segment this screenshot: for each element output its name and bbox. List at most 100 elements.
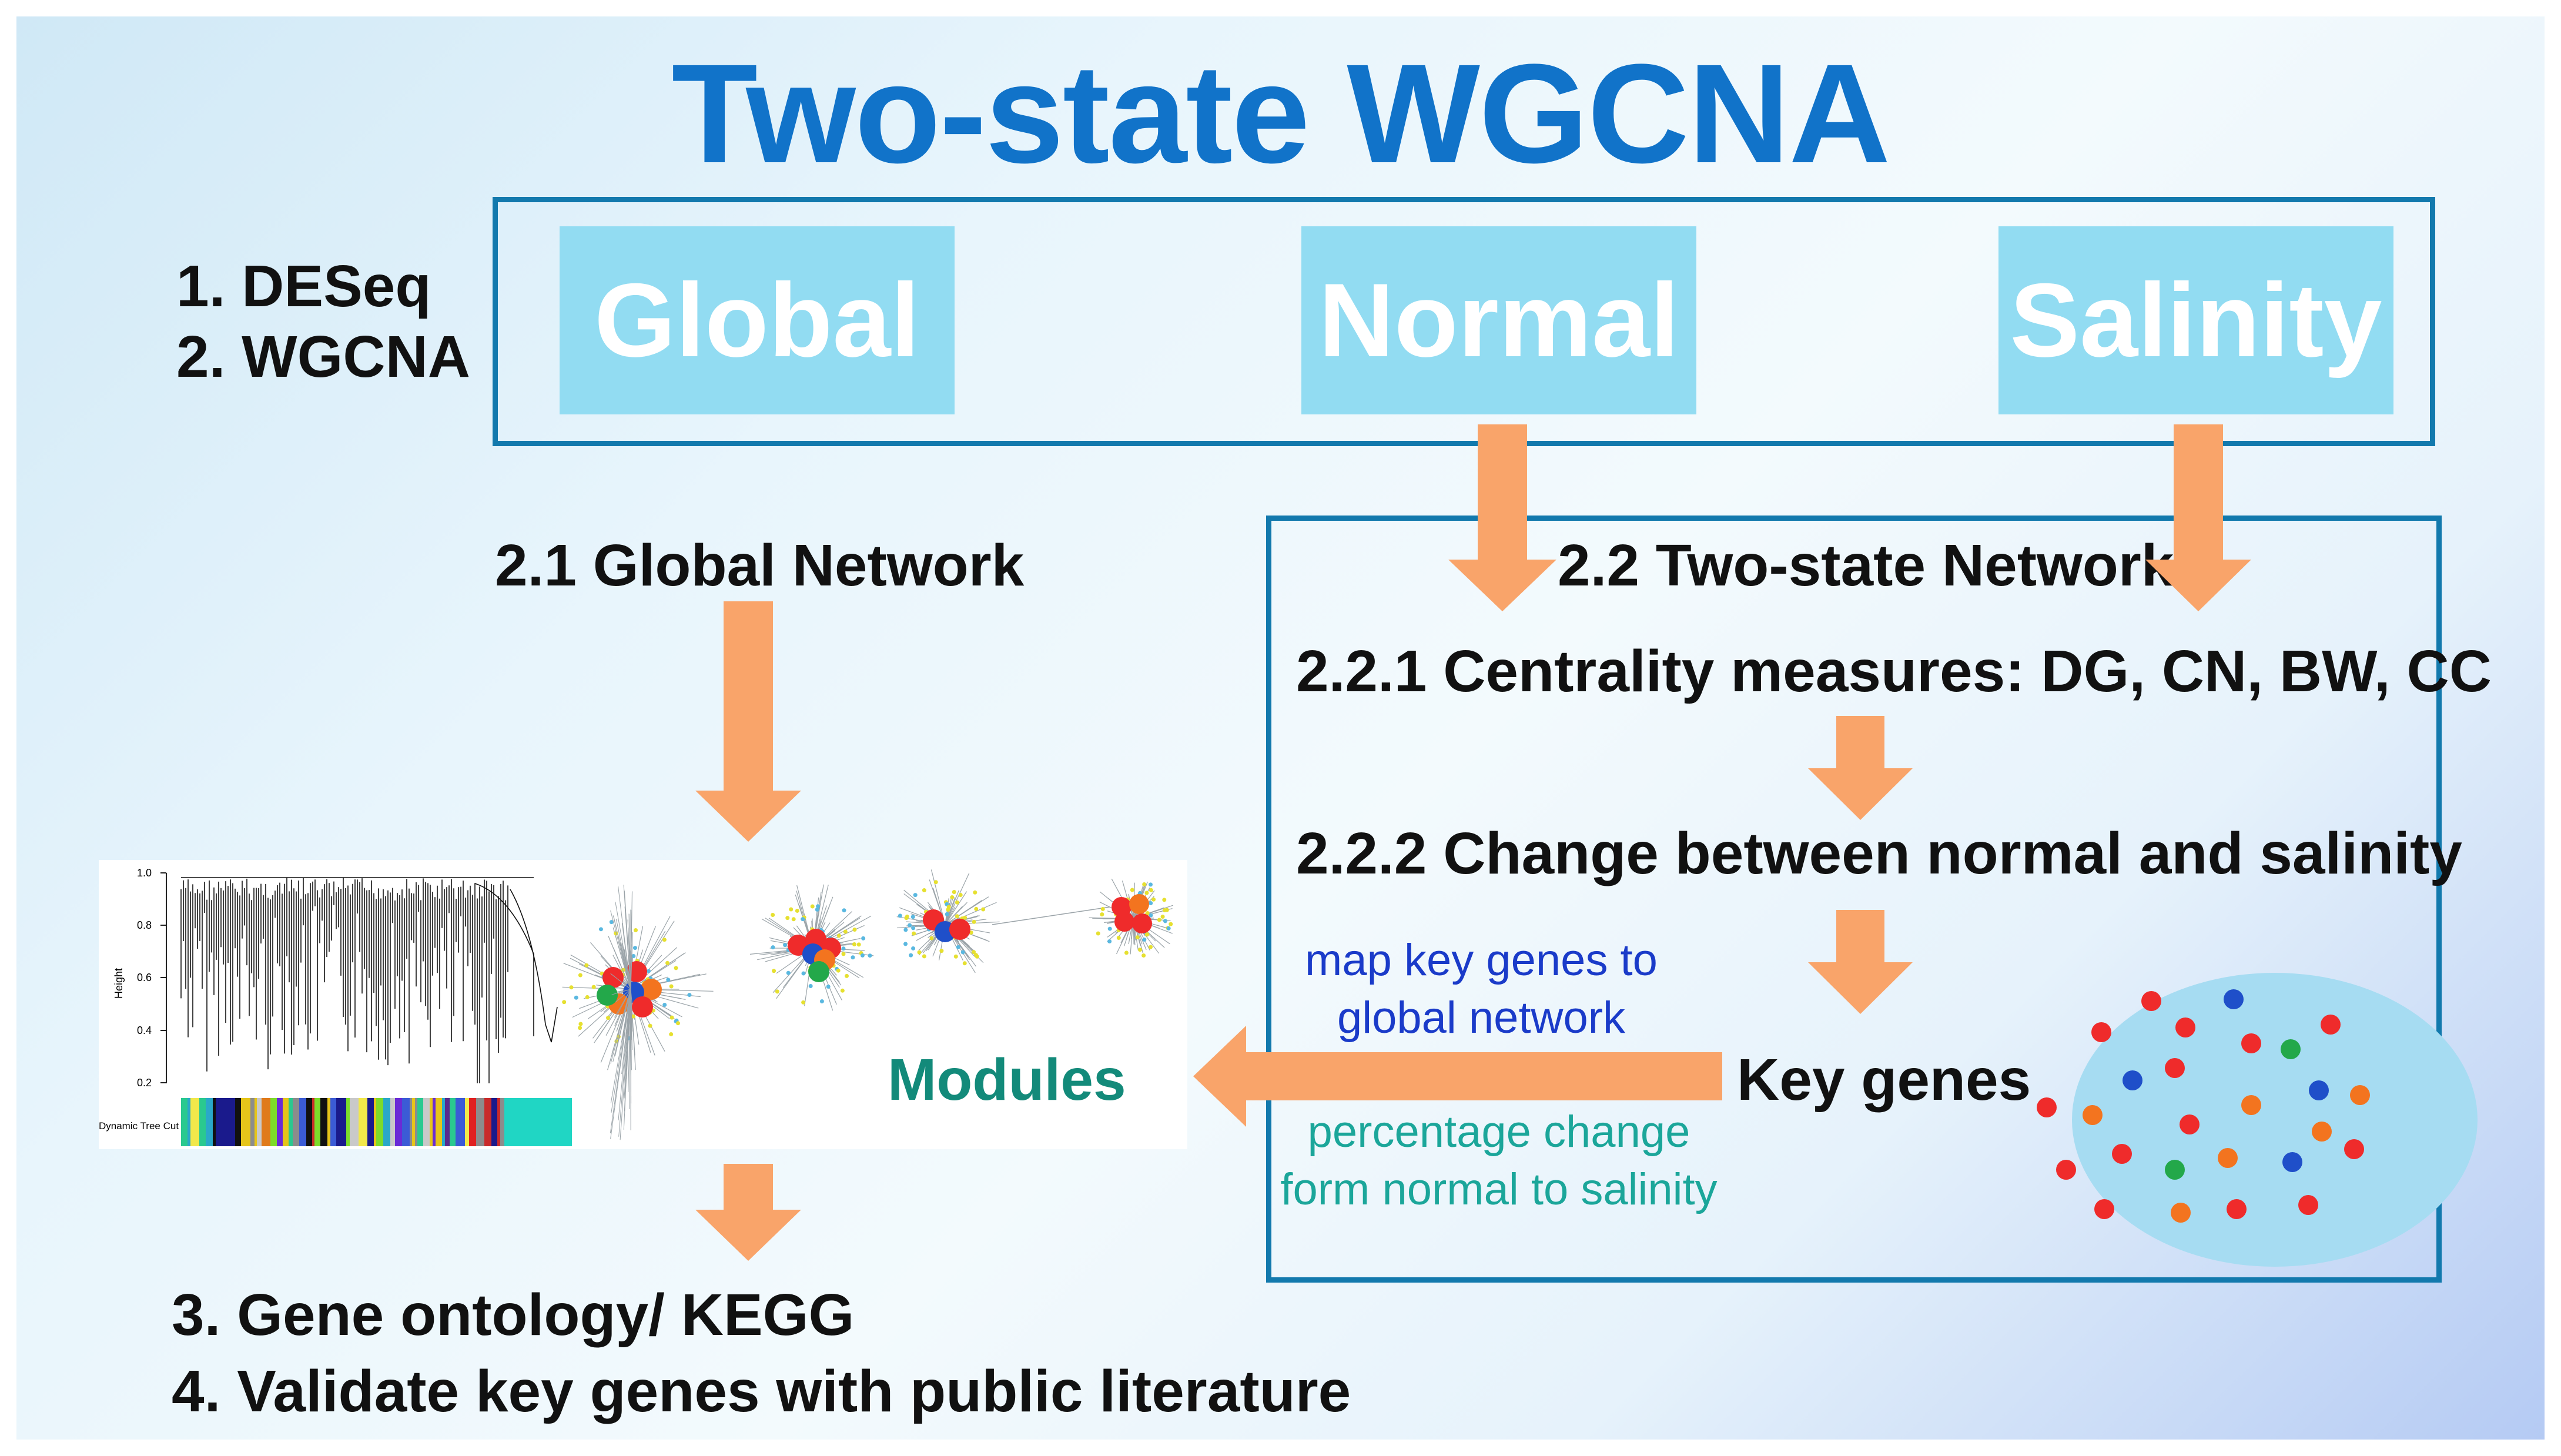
arrow-global-down xyxy=(695,601,801,842)
network-node xyxy=(1151,897,1156,902)
network-node xyxy=(913,893,918,898)
network-node xyxy=(669,984,674,989)
network-node xyxy=(922,954,926,959)
network-node xyxy=(1162,898,1167,902)
module-color-strip xyxy=(330,1098,336,1146)
network-node xyxy=(1096,931,1100,936)
network-node xyxy=(669,1032,674,1037)
two-state-network-label: 2.2 Two-state Network xyxy=(1558,533,2174,598)
network-node xyxy=(791,917,796,922)
network-node xyxy=(841,952,846,956)
module-color-strip xyxy=(306,1098,312,1146)
module-color-strip xyxy=(257,1098,262,1146)
dendrogram: 1.0 0.8 0.6 0.4 0.2 Height Dynamic Tree … xyxy=(99,867,572,1146)
network-node xyxy=(903,942,908,946)
network-node xyxy=(852,942,856,947)
module-color-strip xyxy=(436,1098,439,1146)
module-color-strip xyxy=(390,1098,395,1146)
network-node xyxy=(856,942,861,947)
network-node xyxy=(962,961,967,966)
network-node xyxy=(1144,932,1149,937)
network-node xyxy=(1107,926,1112,931)
network-node xyxy=(785,916,790,921)
state-global: Global xyxy=(560,226,955,414)
module-color-strip xyxy=(250,1098,255,1146)
network-node xyxy=(908,923,912,928)
network-node xyxy=(1107,939,1112,943)
network-hub xyxy=(632,996,653,1017)
module-color-strip xyxy=(359,1098,367,1146)
network-hub xyxy=(1114,912,1134,932)
network-node xyxy=(917,950,922,955)
network-edge xyxy=(610,973,631,990)
module-color-strip xyxy=(442,1098,445,1146)
module-color-strip xyxy=(383,1098,390,1146)
step-gene-ontology: 3. Gene ontology/ KEGG xyxy=(172,1282,855,1348)
module-color-strip xyxy=(216,1098,221,1146)
module-color-strip xyxy=(235,1098,241,1146)
percentage-note-line1: percentage change xyxy=(1307,1107,1690,1157)
network-edge xyxy=(626,989,631,1079)
network-node xyxy=(816,904,821,909)
network-node xyxy=(922,888,926,893)
network-node xyxy=(795,908,799,913)
module-color-strip xyxy=(262,1098,270,1146)
key-gene-dot xyxy=(2227,1199,2247,1219)
network-node xyxy=(631,1014,635,1019)
network-node xyxy=(974,906,979,911)
network-node xyxy=(972,919,976,924)
key-gene-dot xyxy=(2175,1017,2195,1037)
arrow-change-down xyxy=(1808,910,1913,1014)
module-color-strip xyxy=(415,1098,417,1146)
key-gene-dot xyxy=(2224,989,2244,1009)
y-tick: 1.0 xyxy=(137,867,152,879)
key-gene-dot xyxy=(2171,1203,2191,1223)
key-gene-dot xyxy=(2056,1160,2076,1180)
network-node xyxy=(955,914,959,919)
network-node xyxy=(911,926,916,930)
network-node xyxy=(789,907,794,912)
network-node xyxy=(950,895,955,900)
network-node xyxy=(783,943,788,948)
network-node xyxy=(981,907,986,912)
network-node xyxy=(946,905,951,909)
key-gene-dot xyxy=(2309,1080,2329,1100)
network-edge xyxy=(610,910,631,990)
modules-figure: 1.0 0.8 0.6 0.4 0.2 Height Dynamic Tree … xyxy=(99,867,1174,1146)
arrow-centrality-down xyxy=(1808,716,1913,820)
network-edge xyxy=(610,989,631,1064)
module-color-strip xyxy=(395,1098,402,1146)
network-node xyxy=(771,913,775,918)
network-node xyxy=(632,946,637,950)
network-node xyxy=(841,946,846,951)
module-color-strip xyxy=(199,1098,206,1146)
network-node xyxy=(584,963,589,968)
module-color-strip xyxy=(293,1098,299,1146)
network-node xyxy=(840,988,845,993)
modules-label: Modules xyxy=(888,1047,1126,1113)
module-color-strip xyxy=(255,1098,257,1146)
network-hub xyxy=(808,961,829,982)
module-color-strip xyxy=(456,1098,465,1146)
arrow-keygenes-left xyxy=(1193,1026,1722,1127)
network-edge xyxy=(621,989,631,1075)
network-node xyxy=(1142,882,1147,887)
network-node xyxy=(609,920,614,925)
network-node xyxy=(1141,953,1146,958)
network-node xyxy=(578,1022,583,1026)
module-color-strip xyxy=(206,1098,213,1146)
network-edge xyxy=(615,989,631,1003)
y-tick: 0.6 xyxy=(137,972,152,983)
network-edge xyxy=(613,948,631,990)
key-gene-dot xyxy=(2282,1152,2302,1172)
network-node xyxy=(631,953,636,958)
network-edge xyxy=(630,891,632,990)
network-edge xyxy=(611,989,631,1113)
network-node xyxy=(852,928,857,932)
network-node xyxy=(633,928,638,933)
network-edge xyxy=(618,886,631,990)
network-node xyxy=(842,908,846,913)
network-node xyxy=(953,954,958,959)
network-node xyxy=(687,993,692,998)
network-node xyxy=(1145,911,1150,915)
